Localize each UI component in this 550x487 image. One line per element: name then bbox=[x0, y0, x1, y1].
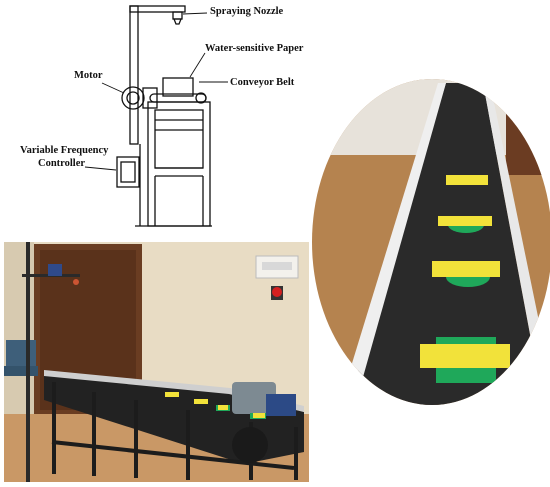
drive-drum bbox=[232, 427, 268, 463]
water-sensitive-paper-box bbox=[162, 77, 194, 97]
leg-1 bbox=[52, 382, 56, 474]
label-water-sensitive-paper: Water-sensitive Paper bbox=[205, 43, 304, 54]
leader-vfc bbox=[84, 166, 117, 171]
motor-circle bbox=[121, 86, 145, 110]
closeup-rail-right bbox=[483, 83, 550, 405]
paper-4 bbox=[253, 413, 265, 418]
nozzle-body bbox=[172, 11, 183, 20]
closeup-paper-4 bbox=[420, 344, 510, 368]
gearbox bbox=[266, 394, 296, 416]
chair-seat bbox=[4, 366, 38, 376]
spray-mast bbox=[26, 242, 30, 482]
nozzle-tip bbox=[73, 279, 79, 285]
spraying-nozzle-tip bbox=[173, 18, 182, 25]
belt-closeup-illustration bbox=[312, 79, 550, 405]
vfc-panel bbox=[120, 161, 136, 183]
closeup-paper-3 bbox=[432, 261, 500, 277]
lower-rail bbox=[51, 440, 295, 470]
lab-photo-illustration bbox=[4, 242, 309, 482]
label-vfc-line1: Variable Frequency bbox=[20, 145, 109, 156]
leader-nozzle bbox=[182, 12, 208, 15]
motor-housing bbox=[142, 87, 158, 109]
motor-inner bbox=[126, 91, 140, 105]
belt-closeup-photo bbox=[308, 75, 550, 409]
vfc-box bbox=[116, 156, 140, 188]
motor-body bbox=[232, 382, 276, 414]
paper-1 bbox=[165, 392, 179, 397]
paper-2 bbox=[194, 399, 208, 404]
leg-3 bbox=[134, 400, 138, 478]
paper-3 bbox=[218, 405, 228, 410]
schematic-lines bbox=[84, 5, 228, 227]
closeup-paper-1 bbox=[446, 175, 488, 185]
closeup-rail-left bbox=[338, 83, 446, 405]
chair-back bbox=[6, 340, 36, 366]
closeup-door bbox=[506, 79, 550, 175]
leg-4 bbox=[186, 410, 190, 480]
frame-inner-upper bbox=[154, 109, 204, 169]
label-vfc-line2: Controller bbox=[38, 158, 86, 169]
label-motor: Motor bbox=[74, 70, 103, 81]
switch-row bbox=[262, 262, 292, 270]
label-conveyor-belt: Conveyor Belt bbox=[230, 77, 295, 88]
label-spraying-nozzle: Spraying Nozzle bbox=[210, 6, 284, 17]
lab-photo bbox=[4, 242, 309, 482]
leg-6 bbox=[294, 427, 298, 480]
closeup-paper-2 bbox=[438, 216, 492, 226]
belt-roller-right bbox=[195, 92, 207, 104]
leg-2 bbox=[92, 392, 96, 476]
nozzle-holder bbox=[48, 264, 62, 276]
closeup-belt bbox=[346, 83, 544, 405]
leader-motor bbox=[101, 82, 125, 94]
leader-paper bbox=[189, 52, 206, 78]
schematic-drawing: Spraying Nozzle Water-sensitive Paper Co… bbox=[0, 0, 340, 235]
nozzle-arm bbox=[129, 5, 186, 13]
conveyor-rail bbox=[44, 370, 304, 412]
nozzle-mast bbox=[129, 5, 139, 145]
emergency-button bbox=[272, 287, 282, 297]
